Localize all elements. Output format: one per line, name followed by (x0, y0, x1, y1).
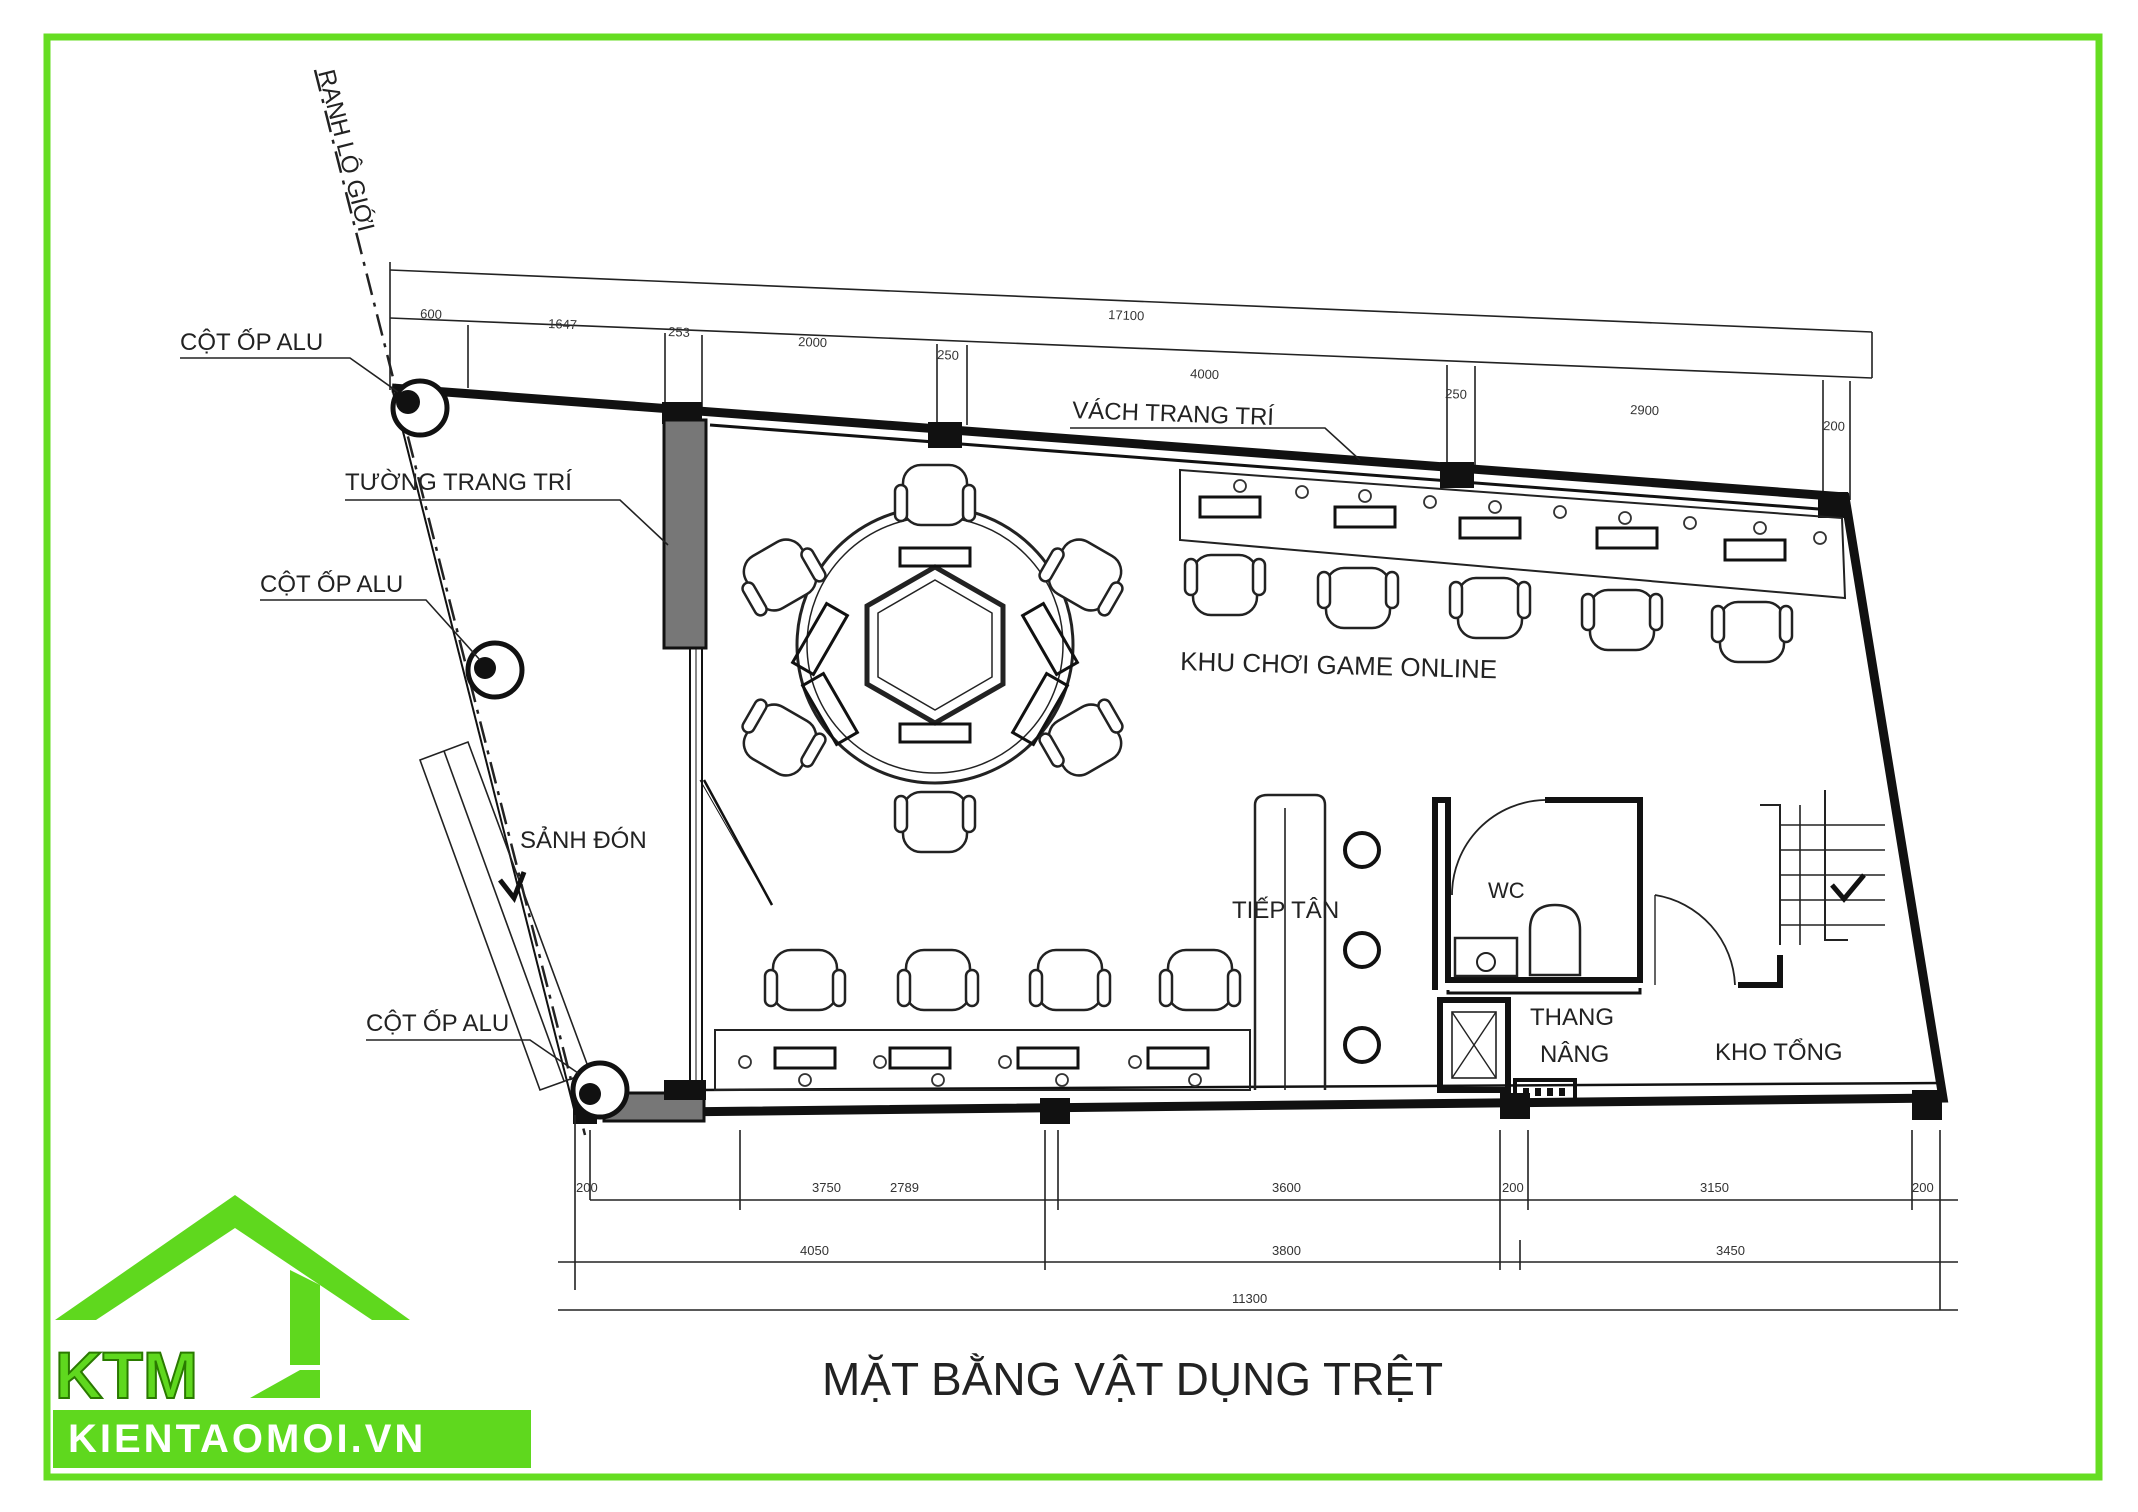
logo-mark: KTM (55, 1338, 198, 1412)
ktm-logo: KTM KIENTAOMOI.VN (53, 1195, 531, 1468)
game-counter-bottom (714, 1029, 1251, 1091)
room-lift-line1: THANG (1530, 1004, 1614, 1031)
dim-bottom-5: 200 (1502, 1180, 1524, 1195)
room-storage: KHO TỔNG (1715, 1038, 1843, 1066)
dim-bottom-3: 2789 (890, 1180, 919, 1195)
dim-bottom-9: 3800 (1272, 1243, 1301, 1258)
dim-top-2: 1647 (548, 316, 578, 332)
callout-col-bottom: CỘT ỐP ALU (366, 1009, 509, 1037)
dim-bottom-10: 3450 (1716, 1243, 1745, 1258)
callout-deco-wall: TƯỜNG TRANG TRÍ (345, 469, 572, 496)
reception-desk (1253, 793, 1381, 1090)
callout-col-top: CỘT ỐP ALU (180, 328, 323, 356)
entrance-steps (418, 740, 592, 1092)
game-counter-top (1179, 468, 1847, 600)
dim-top-4: 2000 (798, 334, 828, 350)
callout-col-mid: CỘT ỐP ALU (260, 570, 403, 598)
dim-bottom-total: 11300 (1232, 1291, 1267, 1306)
dim-top-1: 600 (420, 306, 442, 322)
dim-top-3: 253 (668, 324, 690, 340)
boundary-label: RANH LỘ GIỚI (312, 67, 380, 235)
logo-site: KIENTAOMOI.VN (68, 1417, 426, 1461)
lift-room (1437, 997, 1577, 1106)
callout-deco-partition: VÁCH TRANG TRÍ (1072, 397, 1275, 431)
dim-bottom-2: 3750 (812, 1180, 841, 1195)
chairs-bottom-row (763, 948, 1242, 1012)
dim-top-total: 17100 (1108, 307, 1145, 323)
round-game-table (790, 505, 1080, 785)
page-title: MẶT BẰNG VẬT DỤNG TRỆT (822, 1353, 1443, 1405)
dim-bottom-7: 200 (1912, 1180, 1934, 1195)
dim-bottom-4: 3600 (1272, 1180, 1301, 1195)
chairs-top-row (1183, 553, 1794, 664)
callout-lines (180, 357, 1361, 1074)
dim-top-6: 4000 (1190, 366, 1220, 382)
column-mid (465, 640, 525, 700)
dim-top-8: 2900 (1630, 402, 1660, 418)
green-frame (43, 33, 2103, 1481)
bottom-dimension-chain (558, 1115, 1958, 1311)
room-lobby: SẢNH ĐÓN (520, 825, 647, 854)
room-lift-line2: NÂNG (1540, 1041, 1609, 1068)
outer-walls (391, 383, 1949, 1124)
dim-top-9: 200 (1823, 418, 1845, 434)
decorative-wall (602, 418, 774, 1123)
dim-top-5: 250 (937, 347, 959, 363)
wc-room (1432, 797, 1643, 995)
chairs-round-table (741, 463, 1124, 854)
column-bottom (570, 1060, 630, 1120)
room-wc: WC (1488, 878, 1525, 903)
dim-bottom-8: 4050 (800, 1243, 829, 1258)
boundary-line (313, 69, 587, 1136)
dim-bottom-6: 3150 (1700, 1180, 1729, 1195)
dim-top-7: 250 (1445, 386, 1467, 402)
room-reception: TIẾP TÂN (1232, 896, 1339, 924)
top-dimension-chain (389, 262, 1873, 500)
room-game-zone: KHU CHƠI GAME ONLINE (1180, 646, 1498, 684)
dim-bottom-1: 200 (576, 1180, 598, 1195)
column-top (390, 378, 450, 438)
storage-stair (1654, 790, 1885, 988)
